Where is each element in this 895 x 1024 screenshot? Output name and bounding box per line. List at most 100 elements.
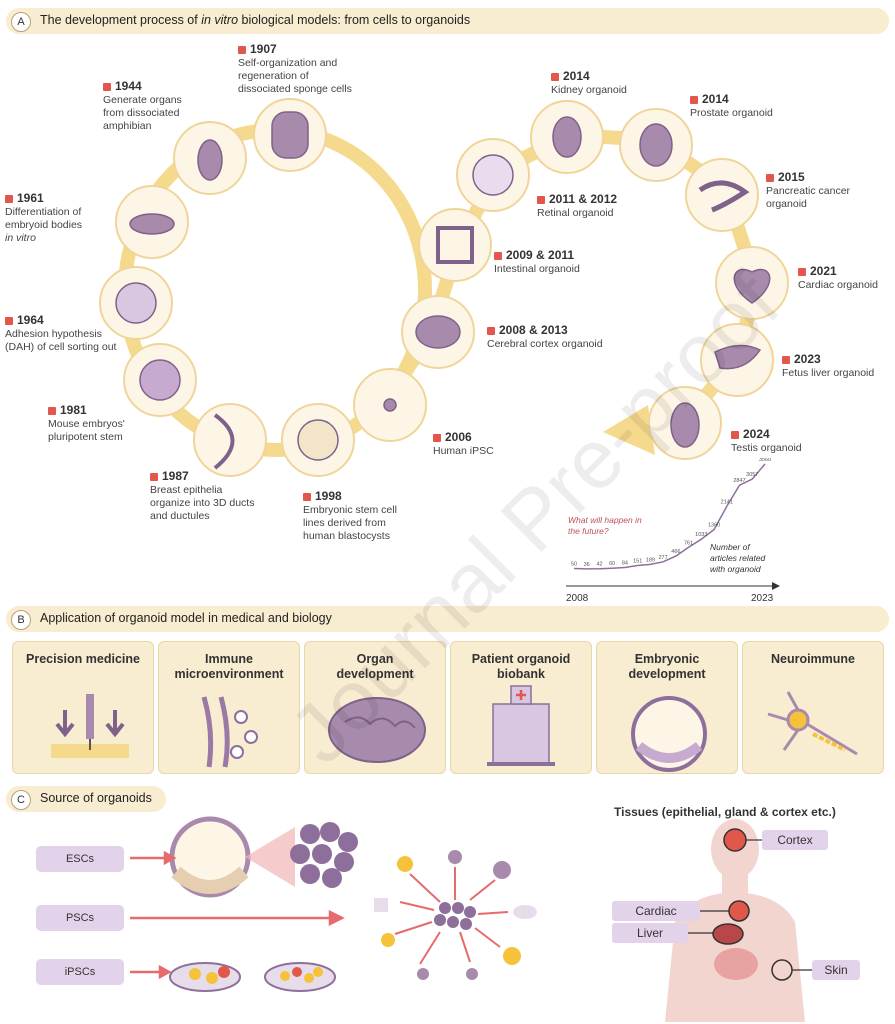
year-marker-icon xyxy=(494,251,502,260)
chart-data-label: 1360 xyxy=(708,523,720,529)
hospital-icon xyxy=(487,685,555,766)
pancreas-icon xyxy=(698,180,750,213)
blastocyst-icon xyxy=(139,359,181,401)
section-a-title: The development process of in vitro biol… xyxy=(40,13,471,27)
sponge-cell-icon xyxy=(271,111,309,159)
chart-data-label: 36 xyxy=(584,562,590,568)
cell-type-icon xyxy=(513,905,537,919)
year-marker-icon xyxy=(798,267,806,276)
prostate-icon xyxy=(639,123,673,167)
chart-data-label: 1033 xyxy=(695,532,707,538)
immune-cells-icon xyxy=(201,696,258,768)
chart-data-label: 2847 xyxy=(733,478,745,484)
eye-icon xyxy=(472,154,514,196)
year-marker-icon xyxy=(150,472,158,481)
chart-data-label: 466 xyxy=(671,549,680,555)
year-marker-icon xyxy=(690,95,698,104)
app-card-organ-development: Organ development xyxy=(304,641,446,774)
brain-icon xyxy=(328,697,426,763)
ipsc-icon xyxy=(383,398,397,412)
cortex-organ-icon xyxy=(723,828,747,852)
brain-icon xyxy=(415,315,461,349)
petri-dish-icon xyxy=(264,962,336,992)
year-marker-icon xyxy=(487,326,495,335)
zoom-cone xyxy=(245,827,295,887)
timeline-arrow-head xyxy=(603,405,655,455)
section-a-badge: A xyxy=(11,12,31,32)
app-card-precision-medicine: Precision medicine xyxy=(12,641,154,774)
intestine-organ-icon xyxy=(714,948,758,980)
psc-label: PSCs xyxy=(36,905,124,931)
chart-data-label: 189 xyxy=(646,557,655,563)
tissues-title: Tissues (epithelial, gland & cortex etc.… xyxy=(614,805,836,819)
cell-type-icon xyxy=(381,933,395,947)
chart-data-label: 761 xyxy=(684,540,693,546)
year-marker-icon xyxy=(238,45,246,54)
year-marker-icon xyxy=(5,316,13,325)
app-card-title: Organ development xyxy=(336,652,414,681)
cell-type-icon xyxy=(397,856,413,872)
syringe-icon xyxy=(51,694,129,758)
chart-data-label: 84 xyxy=(622,561,628,567)
blastocyst-icon xyxy=(631,696,707,772)
app-card-immune-microenvironment: Immune microenvironment xyxy=(158,641,300,774)
chart-axis-arrow xyxy=(772,582,780,590)
source-of-organoids-diagram xyxy=(130,816,812,1022)
organoid-center-icon xyxy=(434,902,476,930)
cortex-label: Cortex xyxy=(762,830,828,850)
year-marker-icon xyxy=(103,82,111,91)
embryo-icon xyxy=(197,139,223,181)
chart-data-label: 60 xyxy=(609,561,615,567)
section-b-title: Application of organoid model in medical… xyxy=(40,611,332,625)
year-marker-icon xyxy=(766,173,774,182)
app-card-embryonic-development: Embryonic development xyxy=(596,641,738,774)
app-card-title: Patient organoid biobank xyxy=(471,652,571,681)
heart-icon xyxy=(733,269,771,304)
testis-icon xyxy=(670,402,700,448)
cardiac-label: Cardiac xyxy=(612,901,700,921)
chart-data-label: 3057 xyxy=(746,472,758,478)
section-c-title: Source of organoids xyxy=(40,791,152,805)
liver-icon xyxy=(714,344,762,370)
app-card-title: Immune microenvironment xyxy=(174,652,284,681)
year-marker-icon xyxy=(551,72,559,81)
node-1987 xyxy=(193,403,267,477)
node-2015 xyxy=(685,158,759,232)
year-marker-icon xyxy=(731,430,739,439)
app-card-title: Precision medicine xyxy=(26,652,140,666)
heart-organ-icon xyxy=(728,900,750,922)
section-c-badge: C xyxy=(11,790,31,810)
cell-type-icon xyxy=(448,850,462,864)
app-card-title: Embryonic development xyxy=(628,652,706,681)
cell-type-icon xyxy=(503,947,521,965)
cell-type-icon xyxy=(374,898,388,912)
cell-cluster-icon xyxy=(290,822,358,888)
intestine-icon xyxy=(436,226,474,264)
cell-type-icon xyxy=(466,968,478,980)
liver-label: Liver xyxy=(612,923,688,943)
app-card-title: Neuroimmune xyxy=(770,652,856,666)
cell-type-icon xyxy=(493,861,511,879)
kidney-icon xyxy=(552,116,582,158)
petri-dish-icon xyxy=(169,962,241,992)
chart-data-label: 3560 xyxy=(759,458,771,463)
section-b-header: B Application of organoid model in medic… xyxy=(6,606,889,632)
chart-data-label: 2141 xyxy=(721,499,733,505)
chart-data-label: 277 xyxy=(659,555,668,561)
chart-x-start-label: 2008 xyxy=(566,593,589,604)
